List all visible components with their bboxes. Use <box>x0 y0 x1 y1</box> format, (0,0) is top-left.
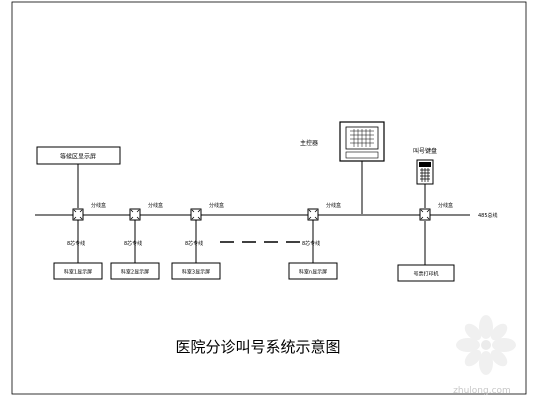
ticket-printer-box <box>397 264 455 282</box>
splitter-box <box>307 208 319 221</box>
splitter-label: 分线盒 <box>438 202 453 209</box>
zhulong-watermark-logo <box>456 315 516 375</box>
cable-label: 8芯专线 <box>67 240 85 247</box>
splitter-box <box>129 208 141 221</box>
splitter-label: 分线盒 <box>91 202 106 209</box>
cable-label: 8芯专线 <box>302 240 320 247</box>
splitter-box <box>419 208 431 221</box>
main-controller-icon <box>339 121 385 162</box>
room-display-box <box>171 262 221 280</box>
splitter-box <box>72 208 84 221</box>
room-display-label: 科室3显示屏 <box>182 269 210 276</box>
watermark-text: zhulong.com <box>453 386 511 396</box>
room-display-label: 科室2显示屏 <box>121 269 149 276</box>
room-display-box <box>110 262 160 280</box>
splitter-boxes: 分线盒 分线盒 分线盒 分线盒 分线盒 <box>72 202 453 221</box>
waiting-area-display-label: 等候区显示屏 <box>60 153 96 161</box>
bus-label: 485总线 <box>478 212 498 219</box>
room-display-label: 科室n显示屏 <box>299 269 327 276</box>
room-display-box <box>53 262 103 280</box>
ticket-printer-label: 号票打印机 <box>413 271 438 278</box>
room-display-box <box>288 262 338 280</box>
diagram-title: 医院分诊叫号系统示意图 <box>175 338 340 356</box>
cable-label: 8芯专线 <box>124 240 142 247</box>
sheet-frame <box>11 1 527 395</box>
keypad-icon <box>416 159 434 185</box>
splitter-label: 分线盒 <box>209 202 224 209</box>
room-display-label: 科室1显示屏 <box>64 269 92 276</box>
splitter-label: 分线盒 <box>148 202 163 209</box>
main-controller-label: 主控器 <box>300 139 318 147</box>
splitter-box <box>190 208 202 221</box>
cable-label: 8芯专线 <box>185 240 203 247</box>
keypad-label: 叫号键盘 <box>413 147 437 155</box>
splitter-label: 分线盒 <box>326 202 341 209</box>
